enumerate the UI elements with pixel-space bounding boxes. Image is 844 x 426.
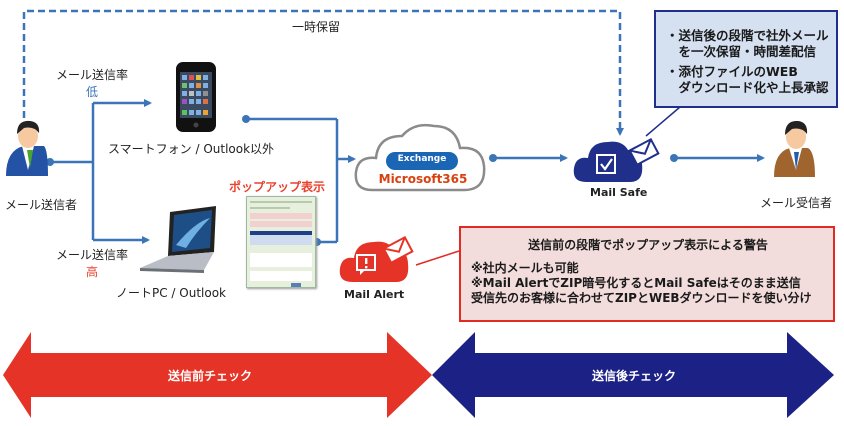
rate-label: メール送信率: [55, 248, 128, 262]
smartphone-label: スマートフォン / Outlook以外: [108, 142, 275, 156]
receiver-person-icon: [774, 120, 815, 177]
mail-safe-icon: [573, 137, 660, 182]
callout-line: ※社内メールも可能: [471, 261, 579, 275]
callout-line: ・送信後の段階で社外メール: [666, 28, 829, 43]
before-check-label: 送信前チェック: [168, 369, 253, 383]
rate-label: メール送信率: [55, 68, 128, 82]
receiver-label: メール受信者: [760, 196, 833, 210]
laptop-icon: [140, 206, 216, 273]
before-check-arrow: [3, 332, 432, 418]
smartphone-icon: [176, 62, 216, 132]
callout-line: ※Mail AlertでZIP暗号化するとMail Safeはそのまま送信: [471, 276, 801, 290]
before-send-callout: 送信前の段階でポップアップ表示による警告 ※社内メールも可能 ※Mail Ale…: [459, 226, 835, 322]
mail-safe-label: Mail Safe: [590, 186, 648, 199]
rate-level-low: 低: [85, 85, 98, 99]
after-check-arrow: [432, 332, 834, 418]
microsoft365-label: Microsoft365: [378, 172, 468, 186]
callout-line: を一次保留・時間差配信: [666, 44, 817, 59]
sender-label: メール送信者: [5, 198, 78, 212]
popup-screenshot: [246, 196, 316, 288]
hold-dashed-path: [22, 9, 624, 136]
hold-label: 一時保留: [292, 20, 341, 34]
microsoft365-cloud-icon: [354, 123, 486, 192]
callout-title: 送信前の段階でポップアップ表示による警告: [528, 238, 768, 252]
callout-line: ・添付ファイルのWEB: [666, 64, 798, 79]
sender-person-icon: [6, 120, 48, 176]
mail-alert-label: Mail Alert: [344, 288, 405, 301]
callout-line: 受信先のお客様に合わせてZIPとWEBダウンロードを使い分け: [471, 291, 812, 305]
popup-label: ポップアップ表示: [229, 180, 326, 194]
mail-alert-icon: [339, 235, 414, 282]
rate-level-high: 高: [85, 265, 98, 279]
callout-item: ・添付ファイルのWEB ダウンロード化や上長承認: [666, 64, 830, 96]
exchange-badge: Exchange: [397, 154, 447, 164]
callout-item: ・送信後の段階で社外メール を一次保留・時間差配信: [666, 28, 830, 60]
route-high-rate-label: メール送信率 高: [52, 246, 132, 280]
after-check-label: 送信後チェック: [592, 369, 677, 383]
callout-line: ダウンロード化や上長承認: [666, 80, 829, 95]
route-low-rate-label: メール送信率 低: [52, 66, 132, 100]
laptop-label: ノートPC / Outlook: [116, 286, 227, 300]
after-send-callout: ・送信後の段階で社外メール を一次保留・時間差配信 ・添付ファイルのWEB ダウ…: [654, 10, 838, 108]
